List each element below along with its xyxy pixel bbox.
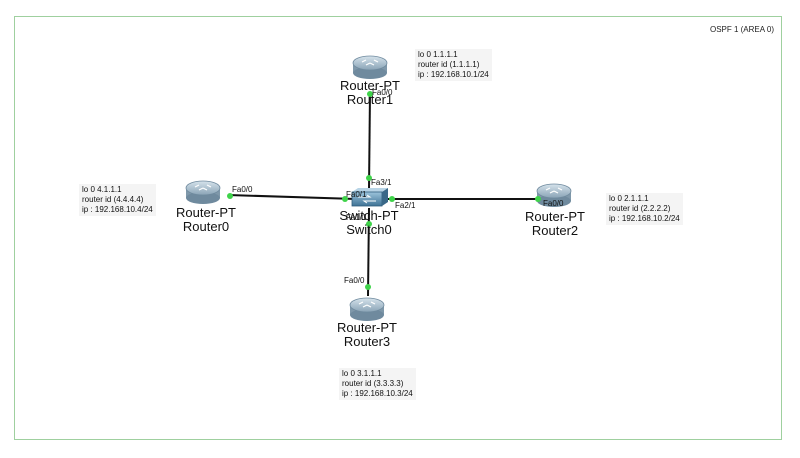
note-router3[interactable]: lo 0 3.1.1.1 router id (3.3.3.3) ip : 19…: [339, 368, 416, 400]
switch0-model: Switch-PT: [339, 208, 399, 223]
port-dot-sw-fa0: [342, 196, 348, 202]
switch0-name: Switch0: [346, 222, 392, 237]
area-label: OSPF 1 (AREA 0): [709, 25, 774, 34]
note-router2[interactable]: lo 0 2.1.1.1 router id (2.2.2.2) ip : 19…: [606, 193, 683, 225]
router1-label: Router-PT Router1: [340, 79, 400, 107]
router0-model: Router-PT: [176, 205, 236, 220]
router3-model: Router-PT: [337, 320, 397, 335]
note-router0-loopback: lo 0 4.1.1.1: [82, 185, 122, 194]
note-router2-ip: ip : 192.168.10.2/24: [609, 214, 680, 223]
port-dot-r1: [367, 91, 373, 97]
port-dot-sw-fa2: [389, 196, 395, 202]
router0-icon[interactable]: [185, 180, 221, 204]
port-label-sw-fa1: Fa1/1: [346, 213, 367, 222]
port-dot-sw-fa3: [366, 175, 372, 181]
router2-name: Router2: [531, 223, 579, 238]
note-router3-loopback: lo 0 3.1.1.1: [342, 369, 382, 378]
router2-model: Router-PT: [525, 209, 585, 224]
router3-icon[interactable]: [349, 297, 385, 321]
link-router1-switch0[interactable]: [368, 91, 371, 191]
port-label-r0: Fa0/0: [232, 185, 253, 194]
link-router0-switch0[interactable]: [227, 194, 357, 200]
note-router0-ip: ip : 192.168.10.4/24: [82, 205, 153, 214]
port-label-r3: Fa0/0: [344, 276, 365, 285]
router3-label: Router-PT Router3: [337, 321, 397, 349]
port-label-sw-fa2: Fa2/1: [395, 201, 416, 210]
note-router3-ip: ip : 192.168.10.3/24: [342, 389, 413, 398]
workspace-frame: [14, 16, 782, 440]
port-dot-r2: [535, 196, 541, 202]
note-router1-ip: ip : 192.168.10.1/24: [418, 70, 489, 79]
switch0-icon[interactable]: [351, 188, 388, 207]
note-router3-router-id: router id (3.3.3.3): [342, 379, 404, 388]
port-label-sw-fa0: Fa0/1: [346, 190, 367, 199]
switch0-label: Switch-PT Switch0: [339, 209, 398, 237]
port-dot-sw-fa1: [366, 221, 372, 227]
router2-icon[interactable]: [536, 183, 572, 207]
note-router1-loopback: lo 0 1.1.1.1: [418, 50, 458, 59]
note-router0[interactable]: lo 0 4.1.1.1 router id (4.4.4.4) ip : 19…: [79, 184, 156, 216]
note-router0-router-id: router id (4.4.4.4): [82, 195, 144, 204]
router0-label: Router-PT Router0: [176, 206, 236, 234]
router3-name: Router3: [343, 334, 391, 349]
port-label-r2: Fa0/0: [543, 199, 564, 208]
note-router2-router-id: router id (2.2.2.2): [609, 204, 671, 213]
router1-model: Router-PT: [340, 78, 400, 93]
note-router1-router-id: router id (1.1.1.1): [418, 60, 480, 69]
router0-name: Router0: [182, 219, 230, 234]
port-label-sw-fa3: Fa3/1: [371, 178, 392, 187]
note-router1[interactable]: lo 0 1.1.1.1 router id (1.1.1.1) ip : 19…: [415, 49, 492, 81]
port-dots: [227, 91, 541, 290]
note-router2-loopback: lo 0 2.1.1.1: [609, 194, 649, 203]
port-dot-r0: [227, 193, 233, 199]
port-label-r1: Fa0/0: [372, 88, 393, 97]
router1-icon[interactable]: [352, 55, 388, 79]
router1-name: Router1: [346, 92, 394, 107]
router2-label: Router-PT Router2: [525, 210, 585, 238]
port-dot-r3: [365, 284, 371, 290]
